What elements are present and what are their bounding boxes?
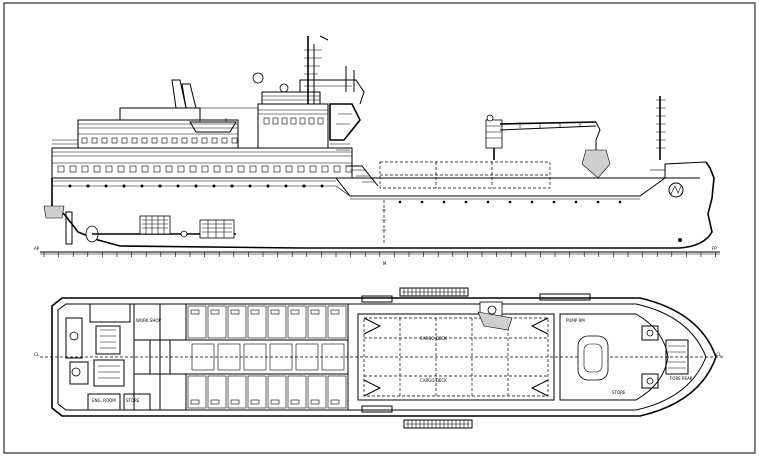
- accommodation-plan: [133, 303, 349, 411]
- room-label: ENG. ROOM: [92, 398, 116, 403]
- rescue-boat: [577, 335, 609, 381]
- centerline-tag-left: CL: [34, 352, 40, 357]
- baseline-tag-left: AP: [34, 246, 40, 251]
- plan-view: ENG. ROOM STORE WORK SHOP CARGO DECK CAR…: [34, 287, 724, 429]
- profile-windows: [57, 117, 353, 173]
- bow-plan: PUMP RM STORE FORE PEAK: [559, 313, 693, 401]
- room-label: STORE: [126, 398, 140, 403]
- frame-marker: M: [383, 261, 387, 266]
- room-label: CARGO DECK: [420, 378, 447, 383]
- main-engine-2: [199, 219, 235, 239]
- room-label: STORE: [612, 390, 626, 395]
- profile-view: AP FP M: [34, 35, 720, 266]
- hull-outline: [51, 161, 715, 249]
- gangway-hatching: [403, 288, 469, 428]
- room-label: FORE PEAK: [670, 376, 693, 381]
- cabin-grid: [187, 305, 347, 409]
- engine-room-plan: ENG. ROOM STORE: [65, 303, 151, 411]
- funnel-stbd: [181, 83, 197, 109]
- gangway-port: [399, 287, 469, 297]
- plan-hull-outline: [51, 297, 717, 417]
- room-label: WORK SHOP: [136, 318, 161, 323]
- gangway-stbd: [403, 419, 473, 429]
- centerline-tag-right: CL: [716, 352, 722, 357]
- portholes: [68, 184, 622, 204]
- accommodation-profile: [51, 35, 379, 187]
- bow-logo: [668, 182, 684, 198]
- room-label: CARGO DECK: [420, 336, 447, 341]
- room-label: PUMP RM: [566, 318, 585, 323]
- rudder: [43, 205, 65, 219]
- frame-ticks: [43, 252, 716, 257]
- deck-cargo-outline: [379, 161, 551, 189]
- drawing-frame: [3, 2, 756, 454]
- baseline-tag-right: FP: [712, 246, 717, 251]
- radome: [252, 72, 264, 84]
- cargo-deck-plan: CARGO DECK CARGO DECK: [357, 287, 591, 429]
- cargo-crane: [485, 114, 611, 179]
- main-engine-1: [139, 215, 171, 235]
- crane-plan: [477, 301, 513, 331]
